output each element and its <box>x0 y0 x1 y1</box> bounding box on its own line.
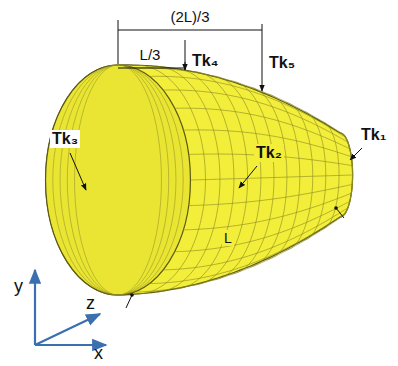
inner-grid-line <box>75 65 162 295</box>
load-arrow <box>185 40 186 70</box>
meridian-grid-line <box>163 90 348 142</box>
meridian-grid-line <box>134 68 343 134</box>
dimension-line <box>118 68 185 69</box>
load-label: Tk₃ <box>50 130 80 148</box>
meridian-grid-line <box>149 76 345 137</box>
dimension-label: L/3 <box>138 46 163 63</box>
load-label: Tk₂ <box>254 144 284 162</box>
meridian-grid-line <box>163 208 348 270</box>
load-arrow <box>70 153 86 190</box>
edge-stub <box>126 295 132 308</box>
extension-line <box>118 20 119 64</box>
axis-label: y <box>12 276 25 296</box>
inner-grid-line <box>67 65 168 295</box>
y-axis <box>34 270 36 345</box>
inner-grid-line <box>60 65 176 295</box>
meridian-grid-line <box>190 175 352 180</box>
meridian-grid-line <box>175 201 350 252</box>
meridian-grid-line <box>149 213 345 284</box>
axis-label: z <box>84 293 97 313</box>
inner-grid-line <box>53 65 183 295</box>
load-arrow <box>262 24 263 91</box>
load-label: Tk₄ <box>190 52 220 70</box>
shell-surface <box>46 65 353 295</box>
z-axis <box>35 314 100 345</box>
coordinate-axes <box>35 270 106 345</box>
load-label: Tk₅ <box>267 54 297 72</box>
meridian-grid-line <box>134 216 343 292</box>
meridian-grid-line <box>175 108 350 149</box>
annotation-lines <box>70 20 362 308</box>
load-arrow <box>350 148 362 160</box>
load-label: Tk₁ <box>359 126 388 144</box>
dimension-line <box>118 30 262 31</box>
length-label: L <box>222 230 234 246</box>
axis-label: x <box>92 343 105 363</box>
shell-body <box>46 65 353 295</box>
meridian-grid-line <box>183 193 351 230</box>
shell-opening <box>46 65 191 295</box>
dimension-label: (2L)/3 <box>168 8 211 25</box>
load-arrow <box>239 166 257 188</box>
edge-stub <box>336 208 344 218</box>
